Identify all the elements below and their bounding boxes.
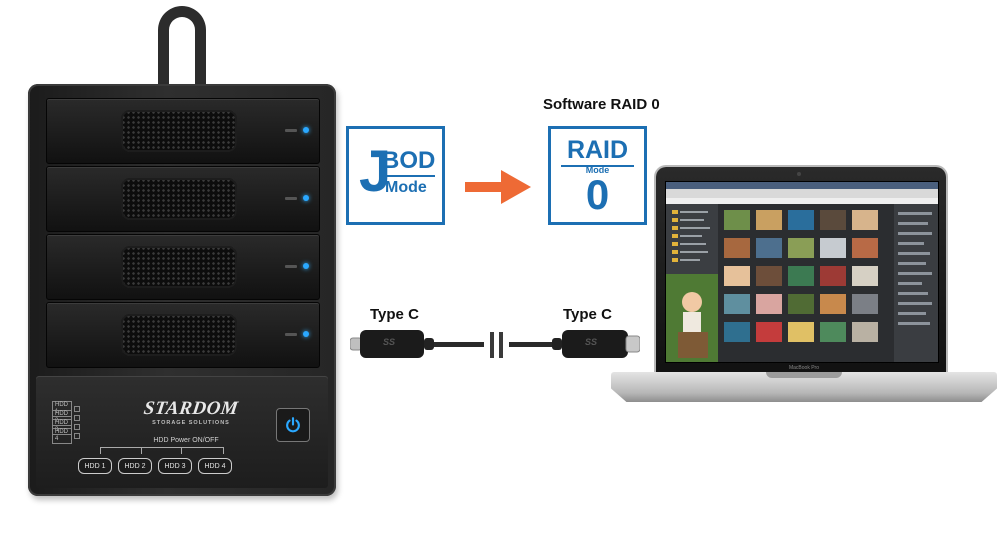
hdd-2-button[interactable]: HDD 2 [118,458,152,474]
led-label: HDD 4 [52,428,72,444]
bay-grip [121,110,237,152]
laptop-screen [665,181,939,363]
type-c-label-right: Type C [563,306,612,323]
jbod-title: BOD [382,147,436,174]
brand-logo: STARDOM [142,398,240,419]
led-label: HDD 3 [52,419,72,435]
right-plug-marking: SS [585,337,598,347]
laptop-display [656,167,946,377]
brand-tagline: STORAGE SOLUTIONS [152,420,230,426]
arrow-right-icon [465,170,531,204]
jbod-mode-badge: J BOD Mode [346,126,445,225]
bay-grip [121,246,237,288]
raid-0-mode-badge: RAID Mode 0 [548,126,647,225]
webcam-icon [797,172,801,176]
led-indicator-icon [74,424,80,430]
raid-level-number: 0 [585,171,610,218]
hdd-3-button[interactable]: HDD 3 [158,458,192,474]
jbod-divider [381,175,435,177]
raid-mode-label: Mode [585,165,610,175]
hdd-1-button[interactable]: HDD 1 [78,458,112,474]
bay-led-icon [303,263,309,269]
bay-slot [285,333,297,336]
led-row: HDD 4 [52,428,80,444]
bay-led-icon [303,331,309,337]
led-indicator-icon [74,415,80,421]
bay-grip [121,178,237,220]
bay-grip [121,314,237,356]
hdd-led-list: HDD 1 HDD 2 HDD 3 HDD 4 [52,401,80,444]
drive-bay-3[interactable] [46,234,320,300]
laptop-opening-notch [766,372,842,378]
power-button[interactable] [276,408,310,442]
front-control-panel: HDD 1 HDD 2 HDD 3 HDD 4 STARDOM STORAGE … [36,376,328,488]
raid-divider [561,165,634,167]
hdd-power-buttons: HDD 1 HDD 2 HDD 3 HDD 4 [78,458,232,474]
photo-browser-app-screenshot [666,182,938,362]
led-row: HDD 2 [52,410,80,426]
bay-slot [285,129,297,132]
drive-bay-2[interactable] [46,166,320,232]
storage-enclosure: HDD 1 HDD 2 HDD 3 HDD 4 STARDOM STORAGE … [28,84,336,496]
power-icon [286,417,300,433]
hdd-bracket-line [100,447,224,454]
jbod-mode-label: Mode [385,179,427,196]
drive-bay-4[interactable] [46,302,320,368]
drive-bay-1[interactable] [46,98,320,164]
type-c-label-left: Type C [370,306,419,323]
hdd-4-button[interactable]: HDD 4 [198,458,232,474]
bay-slot [285,197,297,200]
bay-slot [285,265,297,268]
bay-led-icon [303,127,309,133]
hdd-power-label: HDD Power ON/OFF [153,437,219,444]
enclosure-handle [158,6,206,90]
raid-title: RAID [566,136,629,164]
led-indicator-icon [74,433,80,439]
led-label: HDD 1 [52,401,72,417]
bay-led-icon [303,195,309,201]
led-indicator-icon [74,406,80,412]
raid-caption: Software RAID 0 [543,96,660,113]
led-label: HDD 2 [52,410,72,426]
left-plug-marking: SS [383,337,396,347]
jbod-letter: J [359,139,392,204]
usb-type-c-cable [350,330,640,358]
led-row: HDD 1 [52,401,80,417]
led-row: HDD 3 [52,419,80,435]
laptop-model-label: MacBook Pro [788,365,819,371]
